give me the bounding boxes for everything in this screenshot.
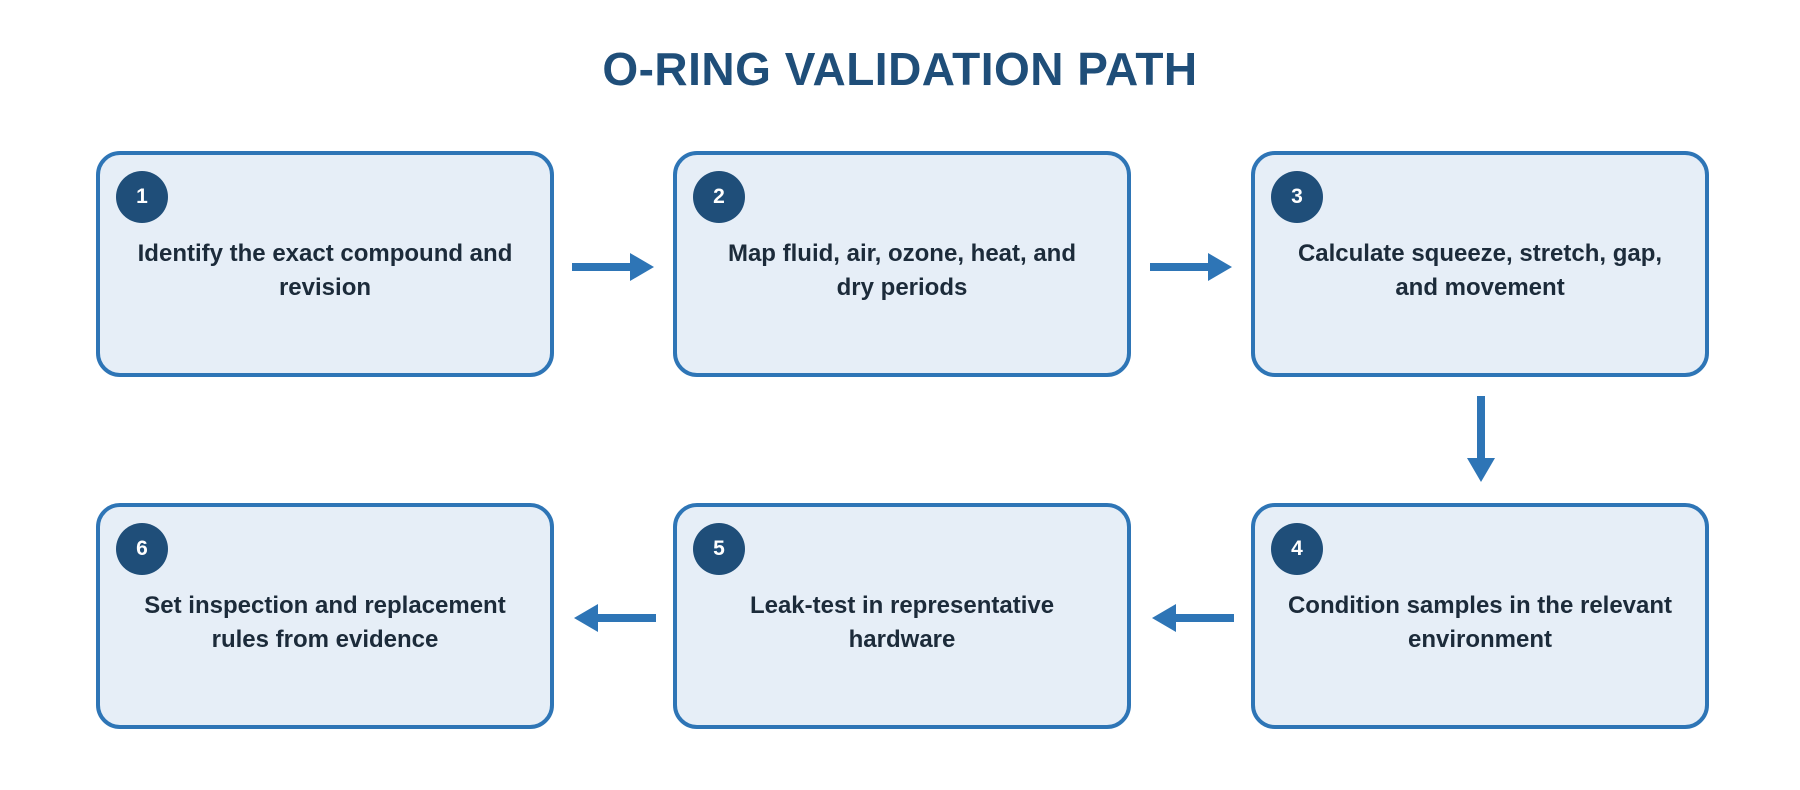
step-number-badge: 1 [116,171,168,223]
arrow-left-icon [574,604,656,632]
step-text: Leak-test in representative hardware [749,592,1055,653]
step-card-3: 3 Calculate squeeze, stretch, gap, and m… [1251,151,1709,377]
arrow-right-icon [572,253,654,281]
arrow-left-icon [1152,604,1234,632]
step-card-5: 5 Leak-test in representative hardware [673,503,1131,729]
step-text: Map fluid, air, ozone, heat, and dry per… [727,240,1077,301]
step-number-badge: 6 [116,523,168,575]
step-number-badge: 2 [693,171,745,223]
step-card-4: 4 Condition samples in the relevant envi… [1251,503,1709,729]
step-text: Set inspection and replacement rules fro… [144,592,506,653]
step-text: Condition samples in the relevant enviro… [1287,592,1673,653]
diagram-title: O-RING VALIDATION PATH [602,43,1198,95]
arrow-down-icon [1467,396,1495,482]
step-card-6: 6 Set inspection and replacement rules f… [96,503,554,729]
step-number-badge: 4 [1271,523,1323,575]
step-number-badge: 3 [1271,171,1323,223]
step-number-badge: 5 [693,523,745,575]
arrow-right-icon [1150,253,1232,281]
step-text: Calculate squeeze, stretch, gap, and mov… [1297,240,1663,301]
step-text: Identify the exact compound and revision [137,240,513,301]
step-card-2: 2 Map fluid, air, ozone, heat, and dry p… [673,151,1131,377]
step-card-1: 1 Identify the exact compound and revisi… [96,151,554,377]
